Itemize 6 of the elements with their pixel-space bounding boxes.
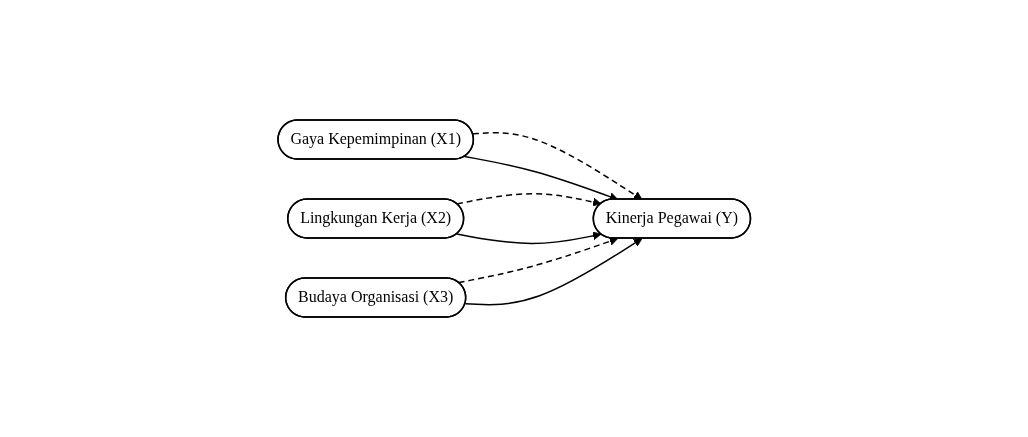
arrow (455, 231, 602, 245)
arrow (455, 193, 602, 207)
arrow (457, 236, 618, 284)
arrow (463, 155, 618, 201)
arrow (464, 238, 643, 306)
arrow (471, 131, 643, 200)
